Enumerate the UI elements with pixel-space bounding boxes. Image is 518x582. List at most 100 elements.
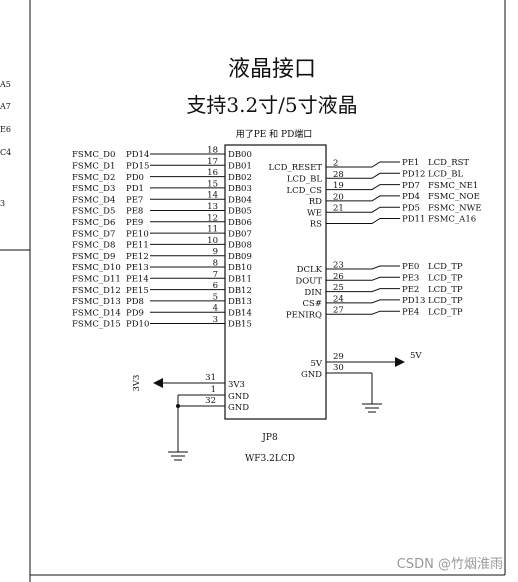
port-label: PE2: [402, 285, 419, 295]
pin-name: DOUT: [295, 277, 322, 287]
sheet-title: 液晶接口: [228, 57, 316, 82]
net-label: FSMC_NOE: [428, 192, 480, 202]
pin-number: 25: [333, 283, 344, 293]
port-label: PD5: [402, 203, 420, 213]
pin-trace: [326, 218, 400, 224]
net-label: FSMC_D10: [72, 263, 121, 273]
port-label: PE3: [402, 274, 419, 284]
pin-number-32: 32: [205, 396, 216, 406]
pin-name: DB05: [228, 207, 252, 217]
edge-label: A5: [0, 80, 11, 89]
component-ref: JP8: [261, 433, 278, 443]
pin-name-5v: 5V: [310, 359, 322, 369]
edge-label: 3: [0, 199, 5, 208]
pin-number-1: 1: [211, 385, 216, 395]
port-label: PD12: [402, 170, 425, 180]
port-label: PE4: [402, 307, 419, 317]
pin-number: 20: [333, 192, 344, 202]
pin-number: 6: [213, 281, 218, 291]
pin-number: 2: [333, 159, 338, 169]
pin-name: LCD_RESET: [268, 163, 322, 173]
pin-number: 11: [207, 225, 218, 235]
pin-number: 12: [207, 213, 218, 223]
pin-number: 10: [207, 236, 218, 246]
pin-number: 24: [333, 294, 344, 304]
pin-name: DB11: [228, 275, 252, 285]
net-label: FSMC_D15: [72, 320, 121, 330]
pin-trace: [326, 161, 400, 168]
pin-number: 15: [207, 179, 218, 189]
pin-trace: [326, 288, 400, 293]
port-label: PE9: [126, 218, 143, 228]
pin-trace: [326, 310, 400, 315]
pin-name: DB12: [228, 286, 252, 296]
port-label: PE12: [126, 252, 149, 262]
junction-dot: [176, 404, 180, 408]
pin-name: DB10: [228, 263, 252, 273]
port-label: PD0: [126, 173, 144, 183]
port-label: PE0: [402, 262, 419, 272]
pin-name: DB04: [228, 195, 252, 205]
pin-name: LCD_BL: [287, 175, 322, 185]
port-label: PD7: [402, 181, 420, 191]
port-label: PE10: [126, 229, 149, 239]
pin-name: DB13: [228, 297, 252, 307]
pin-trace: [326, 299, 400, 304]
pin-number: 19: [333, 181, 344, 191]
pin-name: DB15: [228, 320, 252, 330]
arrow-3v3-icon: [153, 378, 163, 388]
watermark: CSDN @竹烟淮雨: [397, 557, 503, 572]
pin-number-31: 31: [205, 373, 216, 383]
pin-name: DB09: [228, 252, 252, 262]
port-label: PD4: [402, 192, 420, 202]
net-label: LCD_TP: [428, 307, 463, 317]
net-label: FSMC_D14: [72, 308, 121, 318]
pin-name: DCLK: [297, 265, 323, 275]
pin-number: 9: [213, 247, 218, 257]
pin-trace: [326, 276, 400, 281]
net-label: FSMC_D11: [72, 275, 121, 285]
pin-number: 23: [333, 261, 344, 271]
port-label: PE14: [126, 275, 149, 285]
pin-name: DIN: [304, 288, 322, 298]
lcd-connector-body: [224, 144, 327, 420]
port-label: PD13: [402, 296, 425, 306]
pin-number: 18: [207, 146, 218, 156]
edge-label: A7: [0, 102, 11, 111]
arrow-5v-icon: [395, 357, 405, 367]
pin-trace: [326, 195, 400, 202]
pin-number-29: 29: [333, 352, 344, 362]
net-label: LCD_TP: [428, 296, 463, 306]
ground-symbol-icon: [168, 451, 188, 461]
port-label: PD8: [126, 297, 144, 307]
pin-name-gnd: GND: [228, 403, 249, 413]
net-label: LCD_TP: [428, 262, 463, 272]
pin-number: 7: [213, 270, 218, 280]
edge-label: C4: [0, 148, 11, 157]
pin-name: RD: [309, 197, 322, 207]
net-label-5v: 5V: [410, 351, 422, 361]
net-label: FSMC_D12: [72, 286, 121, 296]
net-label: FSMC_D6: [72, 218, 115, 228]
edge-label: E6: [0, 125, 11, 134]
pin-name: DB14: [228, 308, 252, 318]
net-label: FSMC_D2: [72, 173, 115, 183]
net-label: FSMC_D9: [72, 252, 115, 262]
pin-number: 16: [207, 168, 218, 178]
sheet-subtitle: 支持3.2寸/5寸液晶: [186, 93, 357, 117]
pin-number: 17: [207, 157, 218, 167]
pin-name: WE: [307, 208, 322, 218]
pin-name: PENIRQ: [286, 310, 322, 320]
pin-number: 8: [213, 259, 218, 269]
net-label: LCD_TP: [428, 285, 463, 295]
net-label-3v3: 3V3: [132, 375, 142, 392]
pin-number: 27: [333, 306, 344, 316]
net-label: LCD_TP: [428, 274, 463, 284]
pin-name: DB06: [228, 218, 252, 228]
pin-name-gnd: GND: [301, 370, 322, 380]
pin-number: 21: [333, 204, 344, 214]
pin-name: DB01: [228, 162, 252, 172]
pin-name-gnd: GND: [228, 392, 249, 402]
